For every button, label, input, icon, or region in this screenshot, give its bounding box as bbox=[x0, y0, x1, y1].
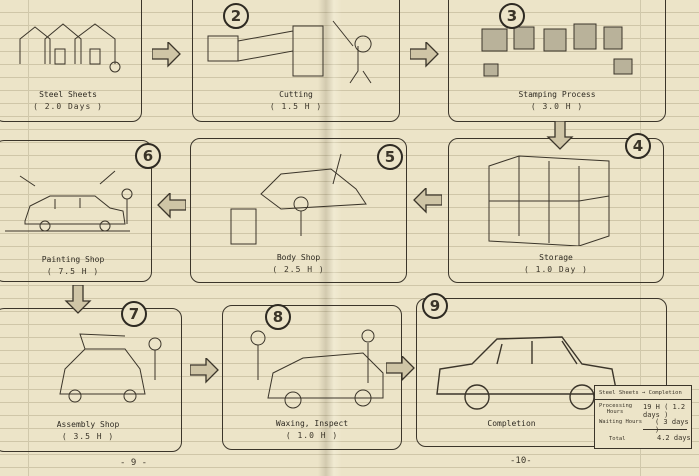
step-4-storage: 4 Storage ( 1.0 Day ) bbox=[448, 133, 664, 283]
summary-title: Steel Sheets → Completion bbox=[599, 390, 682, 396]
summary-table: Steel Sheets → Completion Processing Hou… bbox=[594, 385, 692, 449]
total-label: Total bbox=[609, 436, 626, 442]
step-number-badge: 8 bbox=[265, 304, 291, 330]
step-1-steel-sheets: Steel Sheets ( 2.0 Days ) bbox=[0, 0, 142, 122]
step-name: Body Shop bbox=[276, 253, 321, 262]
arrow-right-icon bbox=[190, 358, 219, 383]
assembly-car-illustration bbox=[59, 333, 162, 403]
waiting-label: Waiting Hours bbox=[599, 419, 643, 425]
margin-line bbox=[28, 0, 29, 476]
step-number-badge: 7 bbox=[121, 301, 147, 327]
step-time: ( 2.5 H ) bbox=[272, 265, 325, 274]
arrow-down-icon bbox=[65, 285, 91, 314]
step-number-badge: 5 bbox=[377, 144, 403, 170]
step-6-painting: 6 Painting Shop ( 7.5 H ) bbox=[0, 140, 161, 282]
step-number-badge: 2 bbox=[223, 3, 249, 29]
step-time: ( 2.0 Days ) bbox=[33, 102, 103, 111]
step-time: ( 7.5 H ) bbox=[46, 267, 100, 276]
total-value: 4.2 days bbox=[657, 434, 691, 442]
step-name: Assembly Shop bbox=[56, 420, 120, 429]
step-number-badge: 9 bbox=[422, 293, 448, 319]
warehouse-illustration bbox=[19, 23, 121, 73]
cutting-machine-illustration bbox=[207, 20, 372, 84]
step-name: Stamping Process bbox=[518, 90, 596, 99]
step-name: Storage bbox=[539, 253, 573, 262]
step-8-waxing-inspect: 8 Waxing, Inspect ( 1.0 H ) bbox=[222, 304, 402, 450]
stamping-press-illustration bbox=[481, 23, 633, 77]
step-name: Cutting bbox=[279, 90, 313, 99]
storage-rack-illustration bbox=[488, 155, 610, 246]
step-9-completion: 9 Completion bbox=[416, 293, 667, 447]
painting-car-illustration bbox=[5, 170, 133, 232]
margin-line bbox=[640, 0, 641, 476]
page-number-right: -10- bbox=[510, 456, 532, 466]
step-time: ( 3.0 H ) bbox=[530, 102, 584, 111]
waiting-value: ( 3 days ) bbox=[655, 418, 689, 434]
step-name: Waxing, Inspect bbox=[275, 419, 349, 428]
step-name: Painting Shop bbox=[41, 255, 105, 264]
step-name: Steel Sheets bbox=[39, 90, 97, 99]
arrow-right-icon bbox=[152, 42, 181, 67]
body-welding-illustration bbox=[230, 153, 367, 245]
arrow-right-icon bbox=[386, 356, 415, 381]
step-number-badge: 4 bbox=[625, 133, 651, 159]
page-fold bbox=[318, 0, 342, 476]
processing-label: Processing Hours bbox=[599, 403, 633, 415]
step-5-body-shop: 5 Body Shop ( 2.5 H ) bbox=[190, 138, 407, 283]
step-time: ( 3.5 H ) bbox=[61, 432, 115, 441]
page-number-left: - 9 - bbox=[120, 458, 148, 468]
waxing-car-illustration bbox=[250, 329, 384, 409]
step-3-stamping: 3 Stamping Process ( 3.0 H ) bbox=[448, 0, 666, 122]
step-2-cutting: 2 Cutting ( 1.5 H ) bbox=[192, 0, 400, 122]
step-name: Completion bbox=[487, 419, 536, 428]
step-7-assembly: 7 Assembly Shop ( 3.5 H ) bbox=[0, 301, 182, 452]
step-number-badge: 3 bbox=[499, 3, 525, 29]
arrow-left-icon bbox=[413, 188, 442, 213]
step-time: ( 1.0 H ) bbox=[285, 431, 339, 440]
step-number-badge: 6 bbox=[135, 143, 161, 169]
arrow-left-icon bbox=[157, 193, 186, 218]
finished-car-illustration bbox=[436, 336, 618, 410]
step-time: ( 1.0 Day ) bbox=[524, 265, 588, 274]
processing-value: 19 H ( 1.2 days ) bbox=[643, 403, 686, 419]
arrow-down-icon bbox=[547, 121, 573, 150]
arrow-right-icon bbox=[410, 42, 439, 67]
step-time: ( 1.5 H ) bbox=[269, 102, 323, 111]
